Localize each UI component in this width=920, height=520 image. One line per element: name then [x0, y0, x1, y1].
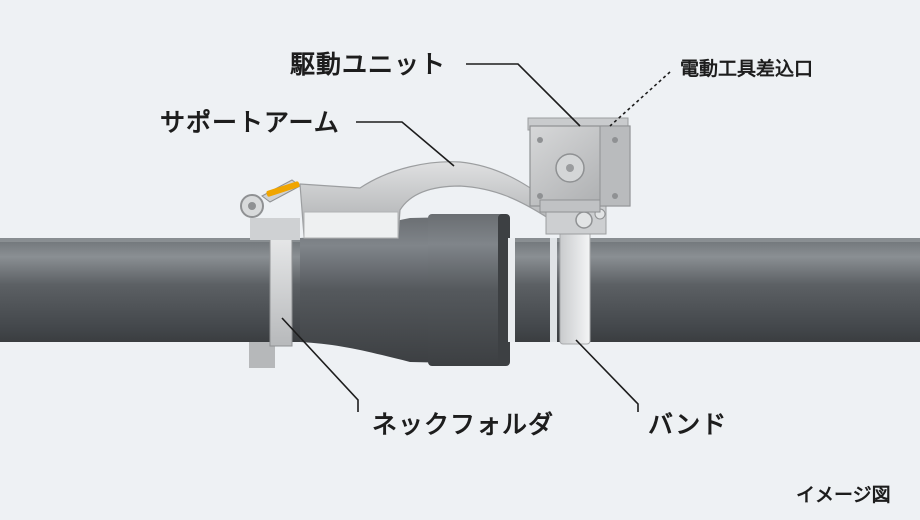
gasket-ring-2 — [550, 238, 557, 342]
leader-power-tool-port — [609, 71, 671, 127]
neck-holder-bolt-hole — [248, 202, 256, 210]
drive-unit-screw-1 — [537, 137, 543, 143]
label-support-arm: サポートアーム — [160, 108, 340, 137]
label-drive-unit: 駆動ユニット — [290, 50, 447, 79]
leader-drive-unit — [466, 63, 581, 127]
orange-handle — [266, 181, 300, 197]
drive-unit-gear-center — [566, 164, 574, 172]
gasket-ring — [508, 238, 515, 342]
leader-support-arm — [356, 121, 455, 167]
socket-rim-edge — [498, 214, 510, 366]
label-neck-holder: ネックフォルダ — [372, 410, 555, 439]
socket-rim — [428, 214, 508, 366]
band-clamp-bolt — [575, 211, 593, 229]
label-band: バンド — [648, 410, 728, 439]
neck-holder-top — [250, 218, 300, 240]
caption: イメージ図 — [796, 484, 891, 506]
neck-holder-plate — [269, 229, 293, 347]
band — [559, 225, 591, 345]
drive-unit-screw-3 — [612, 137, 618, 143]
drive-unit-screw-4 — [612, 193, 618, 199]
drive-unit-screw-2 — [537, 193, 543, 199]
drive-unit-mount — [539, 199, 601, 213]
leader-band — [575, 339, 639, 412]
leader-neck-holder — [281, 317, 359, 412]
support-arm-base — [303, 211, 399, 239]
label-power-tool-port: 電動工具差込口 — [680, 58, 814, 80]
